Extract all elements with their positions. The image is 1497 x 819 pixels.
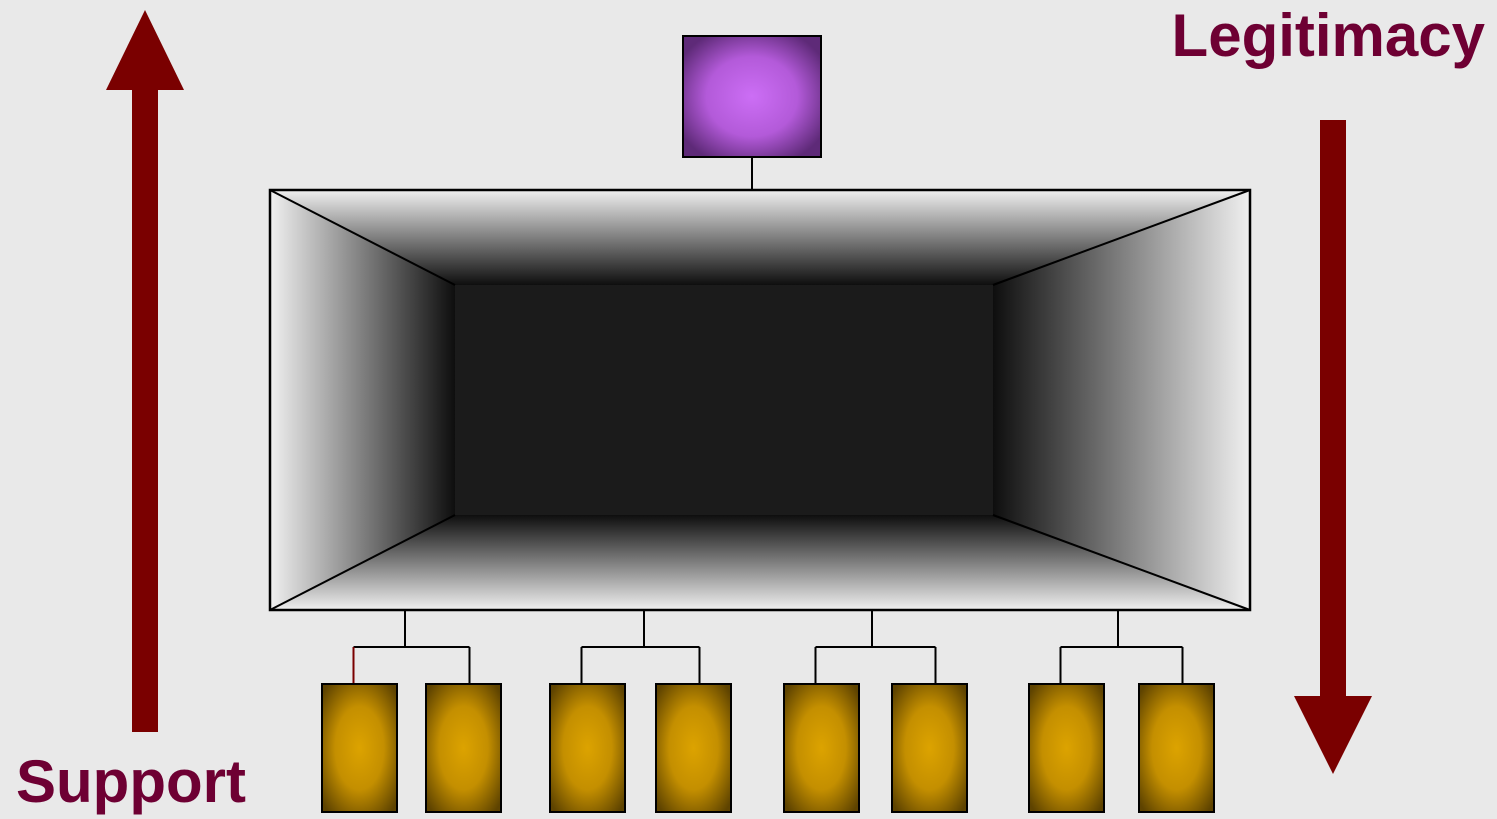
bottom-node	[892, 684, 967, 812]
bottom-node	[426, 684, 501, 812]
support-arrow-head	[106, 10, 184, 90]
central-chamber	[270, 190, 1250, 610]
bottom-group	[322, 610, 501, 812]
support-arrow-shaft	[132, 85, 158, 732]
bottom-node	[784, 684, 859, 812]
support-arrow	[106, 10, 184, 732]
bottom-group	[784, 610, 967, 812]
bottom-node	[1029, 684, 1104, 812]
top-node	[683, 36, 821, 157]
legitimacy-arrow-shaft	[1320, 120, 1346, 700]
bottom-node	[322, 684, 397, 812]
legitimacy-arrow-head	[1294, 696, 1372, 774]
bottom-group	[1029, 610, 1214, 812]
legitimacy-arrow	[1294, 120, 1372, 774]
bottom-node	[550, 684, 625, 812]
bottom-node	[656, 684, 731, 812]
bottom-node-groups	[322, 610, 1214, 812]
bottom-group	[550, 610, 731, 812]
chamber-back-wall	[455, 285, 993, 515]
bottom-node	[1139, 684, 1214, 812]
